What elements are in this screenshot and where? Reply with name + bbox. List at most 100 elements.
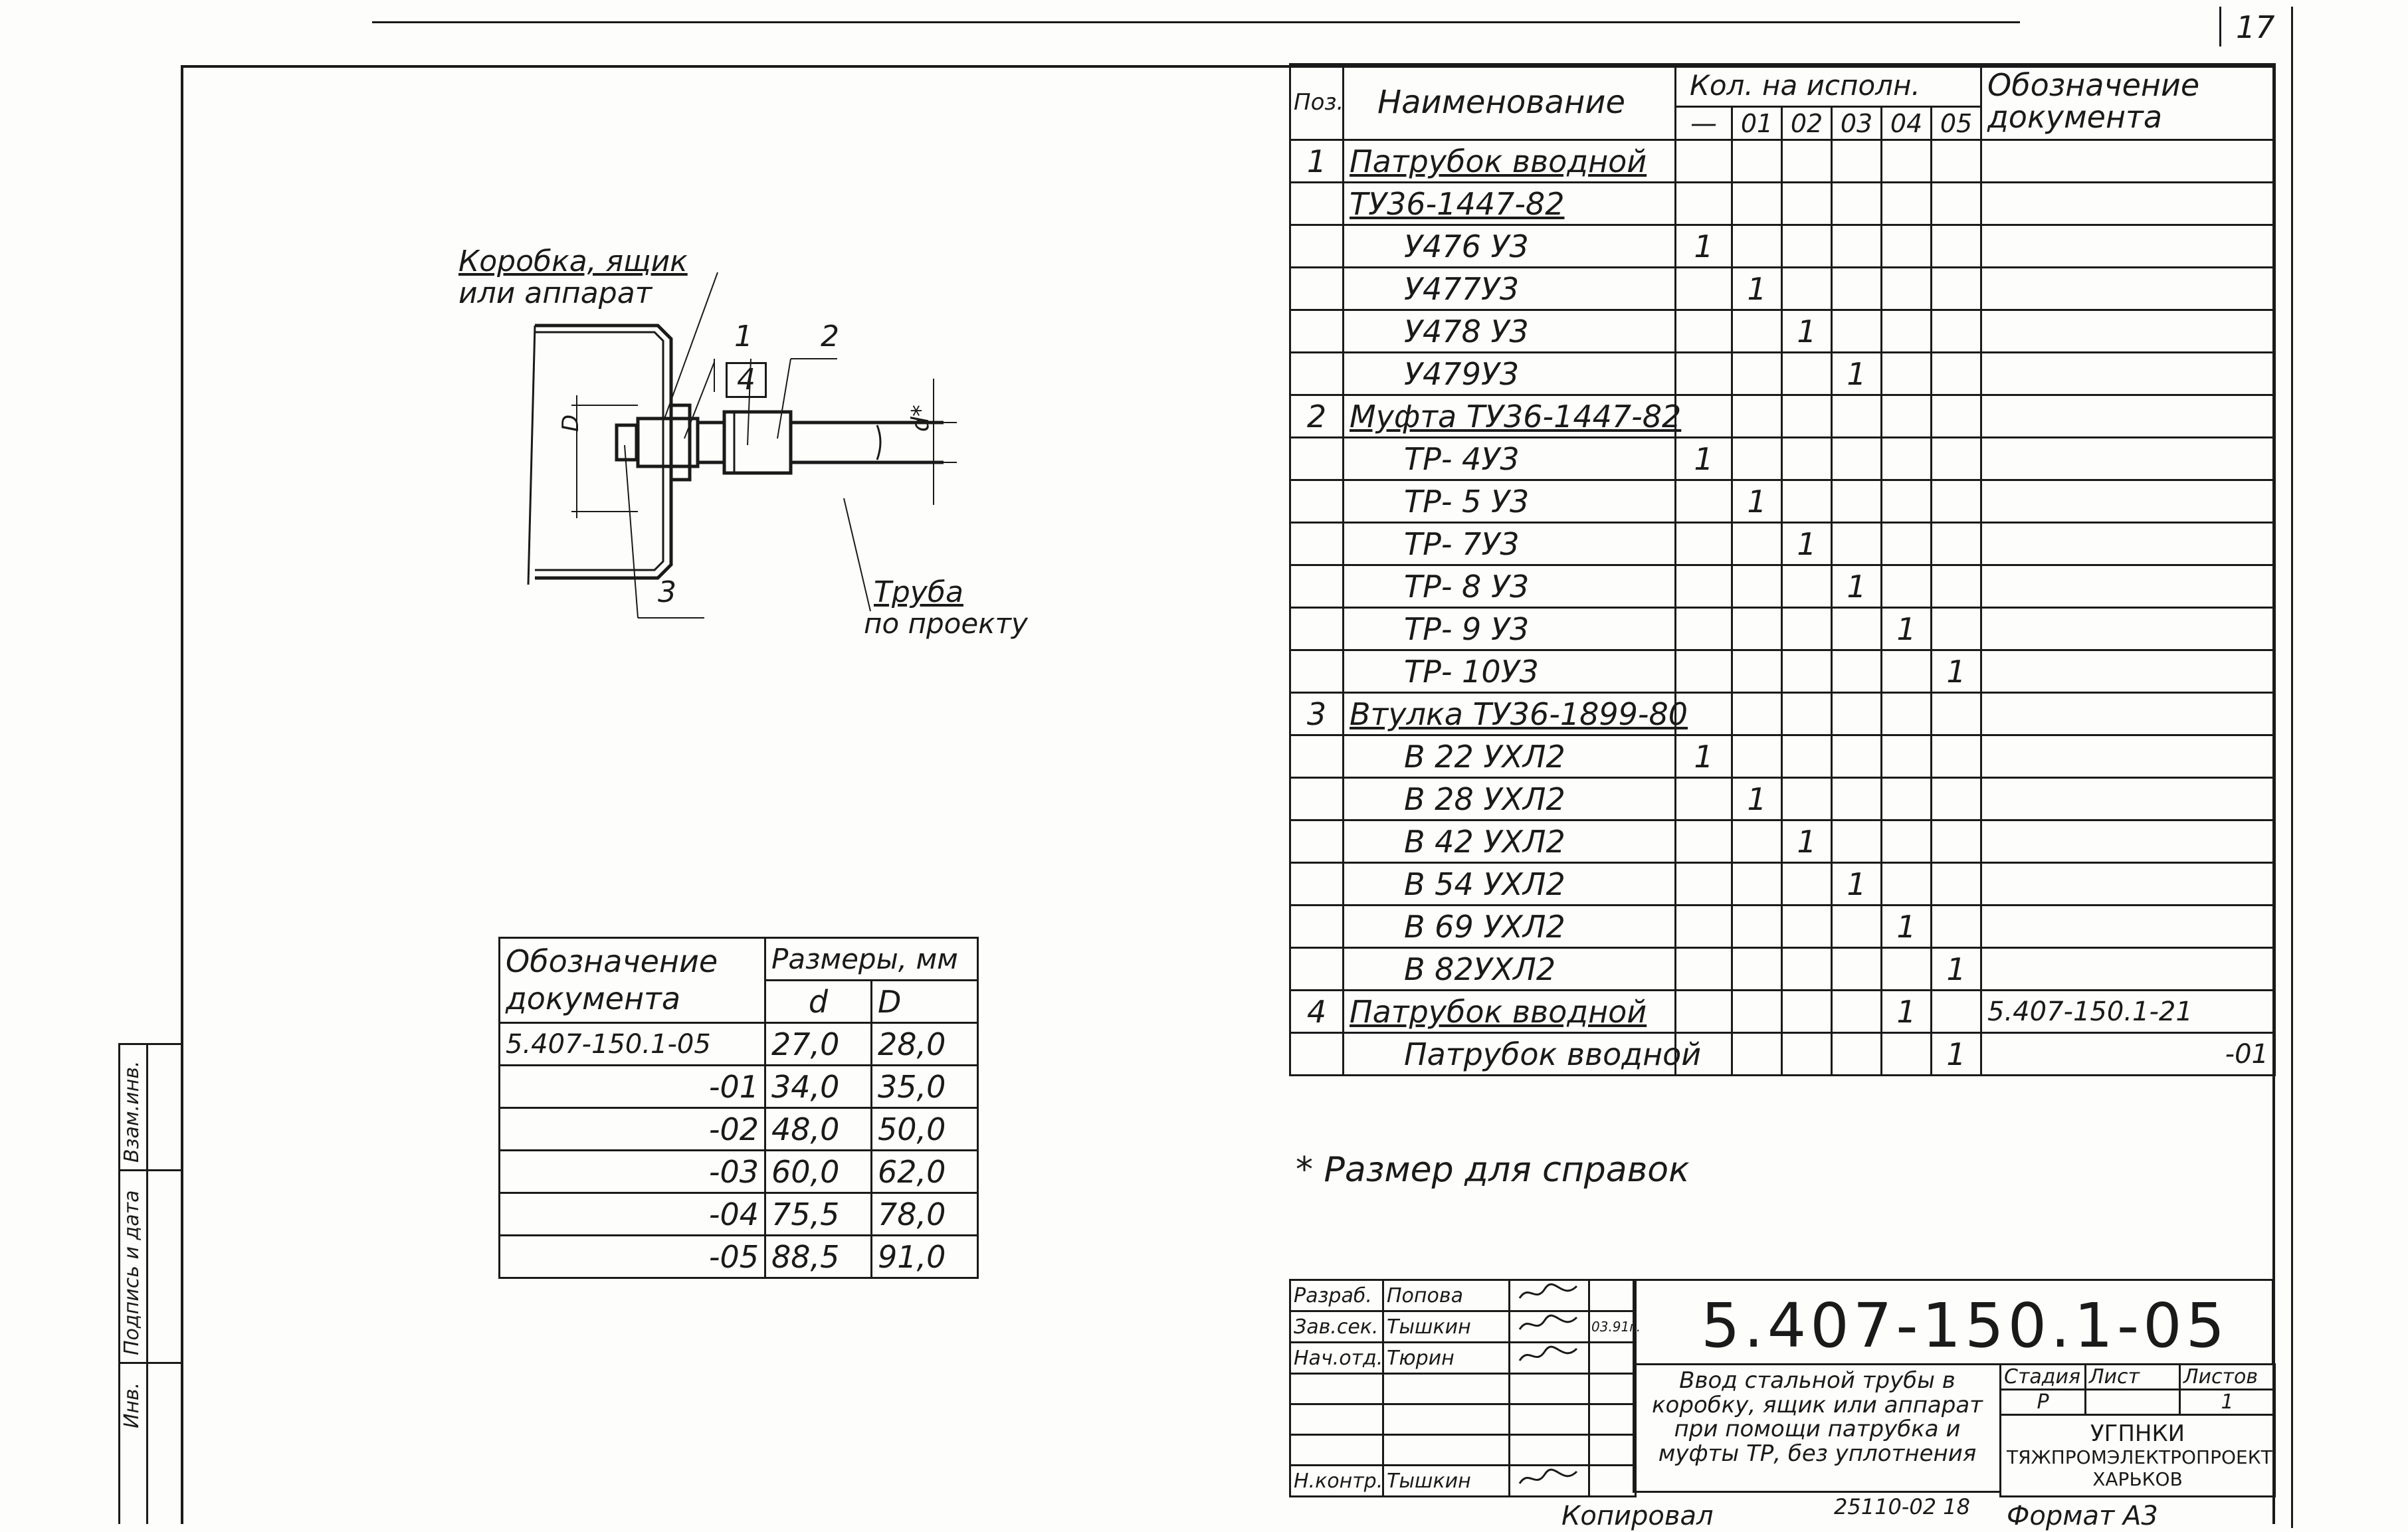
spec-qty-cell xyxy=(1831,224,1882,268)
spec-qty-cell xyxy=(1731,947,1783,991)
spec-pos: 3 xyxy=(1289,692,1344,736)
signature-mark xyxy=(1518,1345,1578,1361)
staff-signature xyxy=(1508,1373,1590,1405)
spec-qty-cell xyxy=(1674,266,1733,311)
title-block-stage: Стадия Лист Листов Р 1 УГПНКИ ТЯЖПРОМЭЛЕ… xyxy=(1999,1363,2276,1497)
spec-pos xyxy=(1289,1032,1344,1076)
spec-pos xyxy=(1289,904,1344,949)
spec-qty-cell xyxy=(1731,224,1783,268)
staff-role: Зав.сек. xyxy=(1289,1310,1384,1343)
stage-label: Стадия xyxy=(1999,1363,2086,1390)
table-row: 5.407-150.1-05 27,0 28,0 xyxy=(498,1022,979,1066)
spec-qty-cell xyxy=(1781,649,1833,694)
spec-qty-cell xyxy=(1930,989,1982,1034)
spec-qty-cell xyxy=(1731,351,1783,396)
staff-signature xyxy=(1508,1403,1590,1436)
label-pipe: Труба xyxy=(874,575,963,609)
assembly-drawing xyxy=(527,272,957,619)
spec-header-name: Наименование xyxy=(1342,63,1676,141)
frame-left xyxy=(181,65,183,1524)
order-number: 25110-02 18 xyxy=(1834,1494,1970,1519)
organization: УГПНКИ ТЯЖПРОМЭЛЕКТРОПРОЕКТ ХАРЬКОВ xyxy=(1999,1414,2276,1497)
spec-qty-cell: 1 xyxy=(1880,607,1932,651)
spec-qty-cell xyxy=(1880,564,1932,609)
table-row: -05 88,5 91,0 xyxy=(498,1234,979,1279)
staff-row: Н.контр.Тышкин xyxy=(1289,1464,1637,1497)
spec-qty-cell xyxy=(1880,436,1932,481)
spec-pos xyxy=(1289,479,1344,524)
spec-doc xyxy=(1980,394,2276,438)
spec-qty-cell xyxy=(1880,479,1932,524)
reference-note: * Размер для справок xyxy=(1296,1150,1690,1190)
spec-doc: 5.407-150.1-21 xyxy=(1980,989,2276,1034)
label-box: Коробка, ящик xyxy=(458,244,688,278)
spec-qty-cell xyxy=(1731,522,1783,566)
spec-header-variant-base: — xyxy=(1674,106,1733,141)
spec-header-variant-04: 04 xyxy=(1880,106,1932,141)
callout-2: 2 xyxy=(821,320,839,353)
spec-qty-cell xyxy=(1781,1032,1833,1076)
spec-pos xyxy=(1289,819,1344,864)
spec-qty-cell xyxy=(1831,394,1882,438)
callout-4: 4 xyxy=(726,362,767,398)
spec-qty-cell xyxy=(1781,181,1833,226)
spec-qty-cell xyxy=(1674,1032,1733,1076)
spec-qty-cell xyxy=(1674,819,1733,864)
copied-by: Копировал xyxy=(1561,1501,1714,1531)
spec-doc: -01 xyxy=(1980,1032,2276,1076)
spec-qty-cell xyxy=(1930,777,1982,821)
spec-qty-cell: 1 xyxy=(1831,564,1882,609)
spec-qty-cell: 1 xyxy=(1781,819,1833,864)
spec-name: Патрубок вводной xyxy=(1342,989,1676,1034)
spec-qty-cell xyxy=(1674,564,1733,609)
spec-qty-cell: 1 xyxy=(1731,479,1783,524)
spec-qty-cell xyxy=(1930,139,1982,183)
spec-name: У477У3 xyxy=(1342,266,1676,311)
spec-pos xyxy=(1289,862,1344,906)
spec-qty-cell xyxy=(1930,522,1982,566)
spec-qty-cell xyxy=(1674,947,1733,991)
spec-qty-cell xyxy=(1880,777,1932,821)
spec-qty-cell xyxy=(1781,607,1833,651)
spec-pos xyxy=(1289,649,1344,694)
spec-qty-cell: 1 xyxy=(1930,947,1982,991)
staff-role: Нач.отд. xyxy=(1289,1341,1384,1375)
stage-value: Р xyxy=(1999,1388,2086,1416)
spec-doc xyxy=(1980,309,2276,353)
staff-row: Нач.отд.Тюрин xyxy=(1289,1341,1637,1375)
spec-qty-cell: 1 xyxy=(1930,1032,1982,1076)
spec-doc xyxy=(1980,266,2276,311)
spec-doc xyxy=(1980,819,2276,864)
spec-qty-cell xyxy=(1880,309,1932,353)
spec-qty-cell xyxy=(1831,607,1882,651)
spec-qty-cell xyxy=(1831,309,1882,353)
signature-mark xyxy=(1518,1468,1578,1484)
spec-qty-cell xyxy=(1674,351,1733,396)
spec-qty-cell xyxy=(1674,649,1733,694)
drawing-title: Ввод стальной трубы в коробку, ящик или … xyxy=(1652,1367,1983,1468)
staff-row xyxy=(1289,1434,1637,1466)
spec-doc xyxy=(1980,436,2276,481)
spec-qty-cell xyxy=(1880,394,1932,438)
spec-qty-cell xyxy=(1930,564,1982,609)
spec-pos xyxy=(1289,947,1344,991)
spec-qty-cell xyxy=(1880,266,1932,311)
spec-qty-cell xyxy=(1731,734,1783,779)
spec-doc xyxy=(1980,351,2276,396)
spec-qty-cell xyxy=(1831,139,1882,183)
spec-pos xyxy=(1289,309,1344,353)
spec-pos xyxy=(1289,607,1344,651)
side-stamp-sig-date: Подпись и дата xyxy=(120,1190,144,1356)
spec-qty-cell xyxy=(1781,224,1833,268)
spec-qty-cell: 1 xyxy=(1781,309,1833,353)
spec-qty-cell xyxy=(1731,309,1783,353)
